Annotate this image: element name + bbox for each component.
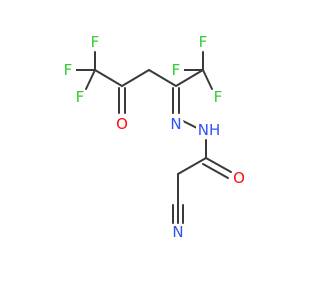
atom-n3: N xyxy=(170,223,186,241)
atom-f2-label: F xyxy=(64,61,73,79)
bond-c3-c4 xyxy=(148,69,177,87)
bond-c2-c3 xyxy=(121,69,150,87)
bond-c4-c5 xyxy=(175,69,204,87)
atom-f6: F xyxy=(210,88,226,106)
atom-labels: F F F F F F O O xyxy=(60,33,247,241)
atom-f5: F xyxy=(168,61,184,79)
atom-n1: N xyxy=(168,115,184,133)
atom-o2: O xyxy=(231,169,247,187)
atom-f1-label: F xyxy=(91,33,100,51)
bond-c1-f3 xyxy=(85,69,96,90)
bond-c5-f6 xyxy=(202,69,213,90)
atom-n2: NH xyxy=(196,121,222,139)
atom-o1: O xyxy=(114,115,130,133)
atom-o1-label: O xyxy=(116,115,128,133)
atom-f6-label: F xyxy=(214,88,223,106)
atom-n1-label: N xyxy=(170,115,181,133)
bond-c6-o2-a xyxy=(205,157,232,173)
atom-f2: F xyxy=(60,61,76,79)
atom-f3-label: F xyxy=(76,88,85,106)
atom-f5-label: F xyxy=(172,61,181,79)
atom-f1: F xyxy=(87,33,103,51)
bond-c6-o2-b xyxy=(202,163,229,179)
atom-f3: F xyxy=(72,88,88,106)
atom-f4: F xyxy=(195,33,211,51)
atom-n3-label: N xyxy=(172,223,183,241)
atom-f4-label: F xyxy=(199,33,208,51)
atom-o2-label: O xyxy=(233,169,245,187)
atom-n2-label: NH xyxy=(198,121,221,139)
bonds xyxy=(74,51,232,224)
molecule-diagram: F F F F F F O O xyxy=(60,33,247,241)
bond-c6-c7 xyxy=(177,157,207,175)
bond-c1-c2 xyxy=(94,69,123,87)
